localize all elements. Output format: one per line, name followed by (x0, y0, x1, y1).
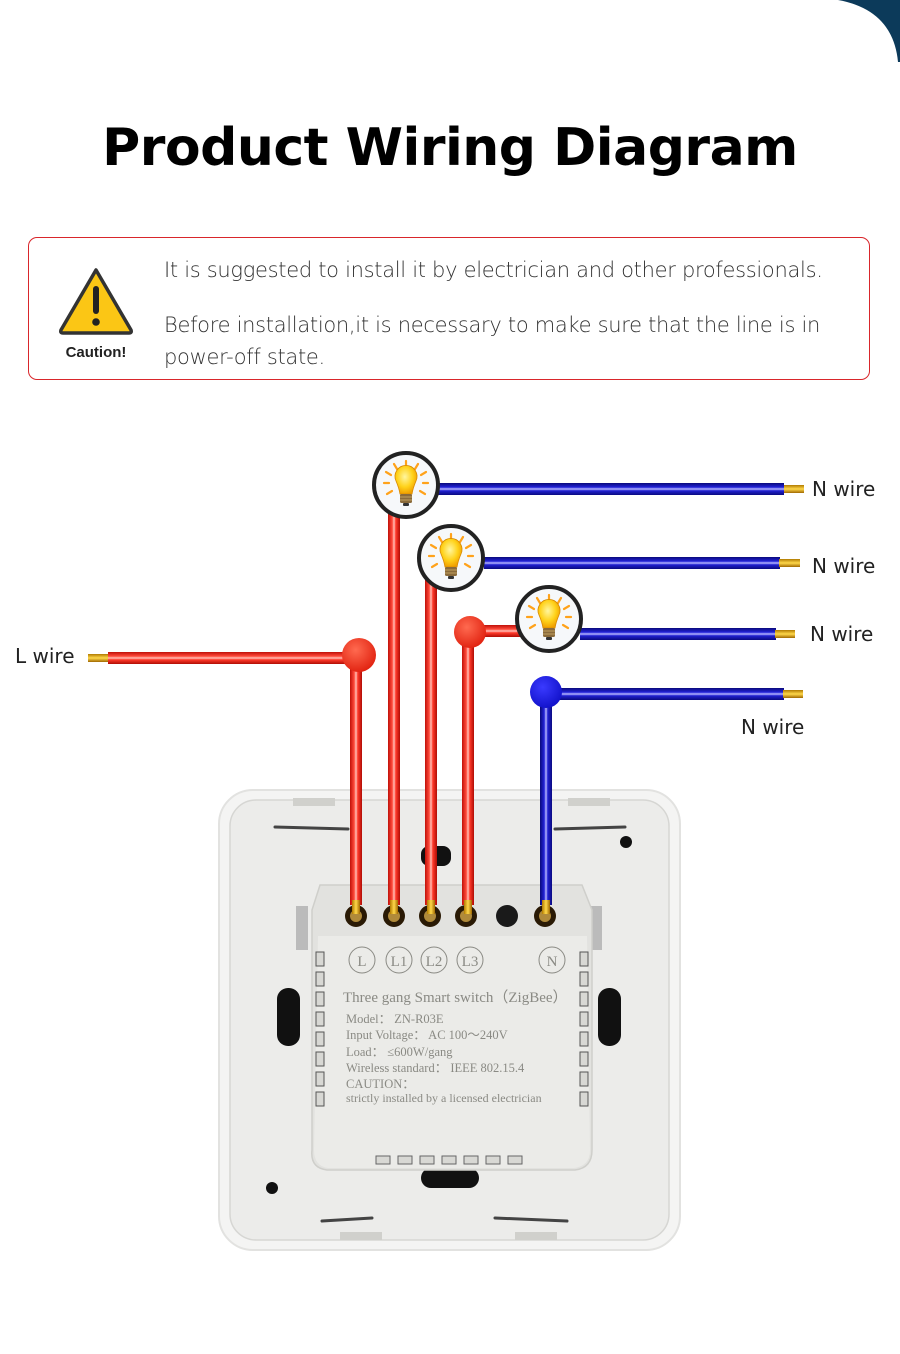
caution-label: Caution! (65, 344, 127, 361)
caution-text-2: Before installation,it is necessary to m… (164, 313, 821, 369)
l1-wire (388, 500, 400, 914)
input-voltage-text: Input Voltage： AC 100～240V (346, 1028, 508, 1042)
switch-module-body: L L1 L2 L3 N Three gang Smart switch（Zig… (311, 884, 593, 1171)
n-wire-label-1: N wire (812, 477, 875, 501)
wireless-text: Wireless standard： IEEE 802.15.4 (346, 1061, 525, 1075)
n-wire-label-2: N wire (812, 554, 875, 578)
terminal-label-l2: L2 (426, 954, 443, 970)
n-wire-1 (438, 483, 804, 495)
terminal-label-n: N (547, 954, 558, 970)
light-bulb-icon (372, 451, 440, 519)
warning-triangle-icon (59, 268, 133, 335)
module-caution-text: strictly installed by a licensed electri… (346, 1091, 542, 1105)
model-text: Model： ZN-R03E (346, 1012, 444, 1026)
terminal-label-l: L (357, 954, 366, 970)
l3-wire (454, 616, 530, 914)
load-text: Load： ≤600W/gang (346, 1045, 453, 1059)
n-wire-2 (484, 557, 800, 569)
light-bulb-icon (417, 524, 485, 592)
module-caution-title: CAUTION： (346, 1077, 415, 1091)
light-bulb-icon (515, 585, 583, 653)
caution-text-1: It is suggested to install it by electri… (164, 258, 823, 282)
n-wire-4 (530, 676, 803, 914)
l-wire-label: L wire (15, 644, 75, 668)
product-name: Three gang Smart switch（ZigBee） (343, 989, 568, 1006)
terminal-label-l3: L3 (462, 954, 479, 970)
caution-box: Caution! It is suggested to install it b… (28, 237, 870, 380)
page-title: Product Wiring Diagram (102, 118, 798, 178)
l-wire (88, 638, 376, 914)
l2-wire (425, 580, 437, 914)
n-wire-label-4: N wire (741, 715, 804, 739)
n-wire-3 (580, 628, 795, 640)
terminal-label-l1: L1 (391, 954, 408, 970)
n-wire-label-3: N wire (810, 622, 873, 646)
